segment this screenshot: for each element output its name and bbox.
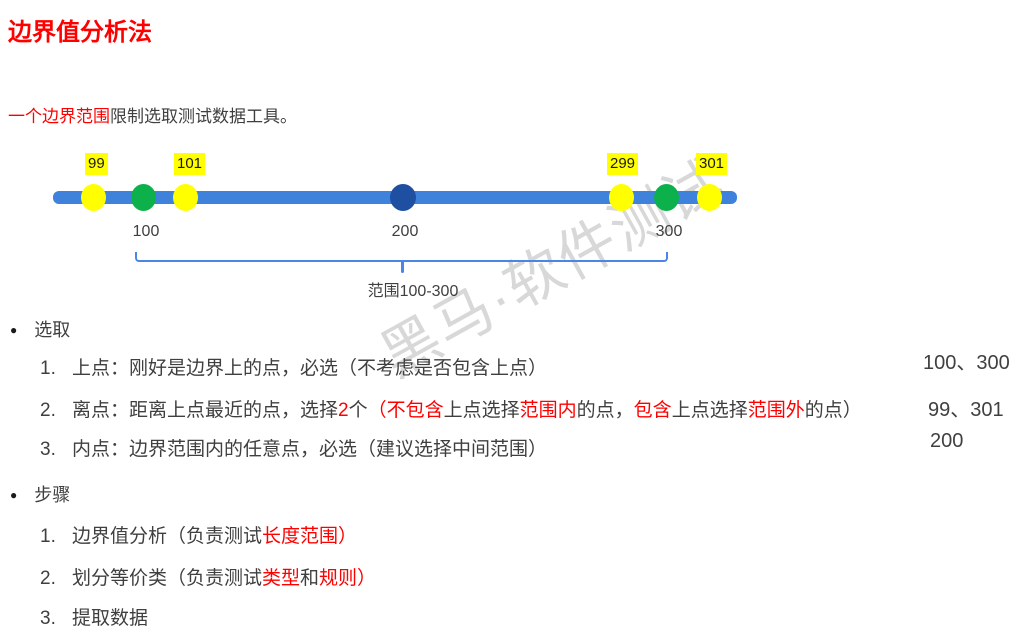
highlight-label-99: 99 — [85, 153, 108, 175]
axis-label-200: 200 — [391, 223, 419, 240]
result-value-neidian: 200 — [930, 430, 964, 452]
section-label: 选取 — [34, 320, 71, 340]
step-item-2: 2. 划分等价类（负责测试类型和规则） — [40, 563, 376, 590]
dot-off-point-101 — [173, 184, 198, 211]
range-label: 范围100-300 — [367, 283, 459, 300]
section-label: 步骤 — [34, 485, 71, 505]
bullet-icon: ● — [10, 488, 18, 502]
list-text: 离点：距离上点最近的点，选择2个（不包含上点选择范围内的点，包含上点选择范围外的… — [72, 400, 862, 421]
dot-off-point-99 — [81, 184, 106, 211]
list-item-neidian: 3. 内点：边界范围内的任意点，必选（建议选择中间范围） — [40, 434, 547, 461]
list-number: 1. — [40, 358, 56, 379]
bullet-icon: ● — [10, 323, 18, 337]
dot-off-point-299 — [609, 184, 634, 211]
list-item-lidian: 2. 离点：距离上点最近的点，选择2个（不包含上点选择范围内的点，包含上点选择范围… — [40, 395, 862, 422]
dot-in-point-200 — [390, 184, 416, 211]
list-item-shangdian: 1. 上点：刚好是边界上的点，必选（不考虑是否包含上点） — [40, 353, 547, 380]
highlight-label-299: 299 — [607, 153, 639, 175]
list-text: 划分等价类（负责测试类型和规则） — [72, 568, 377, 589]
highlight-label-101: 101 — [174, 153, 206, 175]
axis-label-100: 100 — [132, 223, 160, 240]
list-number: 2. — [40, 568, 56, 589]
list-number: 3. — [40, 439, 56, 460]
axis-label-300: 300 — [655, 223, 683, 240]
intro-highlight: 一个边界范围 — [8, 107, 110, 126]
section-header-steps: ● 步骤 — [10, 481, 70, 507]
highlight-label-301: 301 — [696, 153, 728, 175]
list-text: 边界值分析（负责测试长度范围） — [72, 526, 358, 547]
page-title: 边界值分析法 — [8, 19, 152, 46]
intro-rest: 限制选取测试数据工具。 — [110, 107, 297, 126]
intro-sentence: 一个边界范围限制选取测试数据工具。 — [8, 102, 297, 127]
list-text: 内点：边界范围内的任意点，必选（建议选择中间范围） — [72, 439, 548, 460]
list-number: 3. — [40, 608, 56, 628]
step-item-3: 3. 提取数据 — [40, 603, 148, 628]
range-brace-tick — [401, 261, 404, 273]
section-header-select: ● 选取 — [10, 316, 70, 342]
list-text: 提取数据 — [72, 608, 149, 628]
list-number: 2. — [40, 400, 56, 421]
list-text: 上点：刚好是边界上的点，必选（不考虑是否包含上点） — [72, 358, 548, 379]
step-item-1: 1. 边界值分析（负责测试长度范围） — [40, 521, 357, 548]
result-value-shangdian: 100、300 — [923, 352, 1010, 374]
result-value-lidian: 99、301 — [928, 399, 1004, 421]
dot-on-point-300 — [654, 184, 679, 211]
list-number: 1. — [40, 526, 56, 547]
dot-on-point-100 — [131, 184, 156, 211]
dot-off-point-301 — [697, 184, 722, 211]
